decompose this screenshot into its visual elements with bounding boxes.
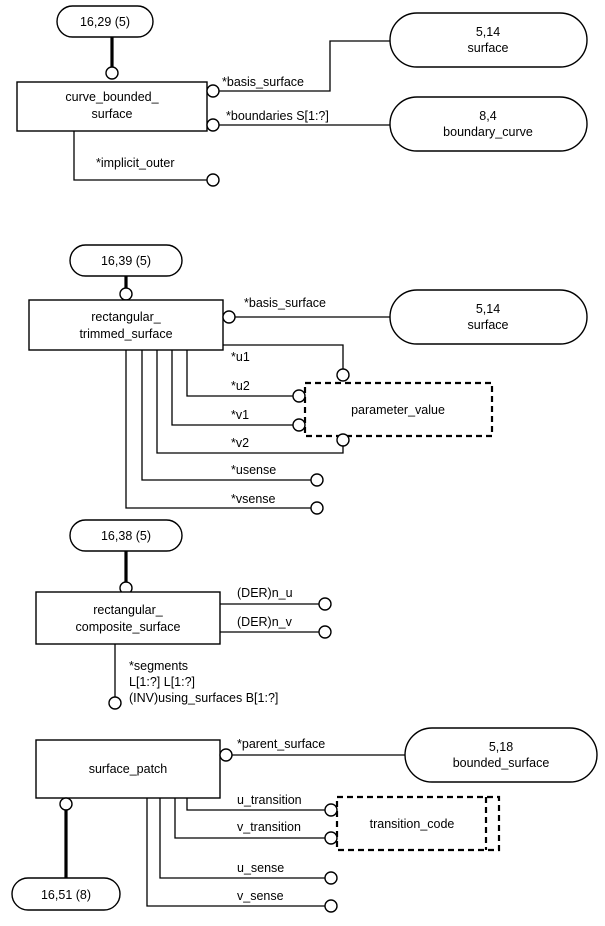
segments-circle — [108, 696, 122, 710]
n-u-circle — [318, 597, 332, 611]
ref-surface-5-14-b-name: surface — [468, 318, 509, 332]
ref-bounded-surface-5-18 — [404, 727, 598, 783]
v-sense-circle — [324, 899, 338, 913]
usense-relation — [141, 350, 311, 481]
entity-surface-patch-label: surface_patch — [89, 762, 168, 776]
v1-circle — [292, 418, 306, 432]
basis-surface-relation — [207, 40, 390, 92]
basis-surface-label-2: *basis_surface — [244, 296, 326, 310]
entity-rectangular-trimmed-surface-line2: trimmed_surface — [79, 327, 172, 341]
u1-relation — [223, 344, 344, 369]
segments-label-line1: *segments — [129, 659, 188, 673]
supertype-circle — [105, 66, 119, 80]
v2-label: *v2 — [231, 436, 249, 450]
u-transition-circle — [324, 803, 338, 817]
block-curve-bounded-surface: 16,29 (5) curve_bounded_ surface *basis_… — [16, 5, 588, 187]
ref-surface-5-14-b-id: 5,14 — [476, 302, 500, 316]
ref-surface-5-14 — [389, 12, 588, 68]
v-sense-label: v_sense — [237, 889, 284, 903]
transition-code-label: transition_code — [370, 817, 455, 831]
entity-rectangular-composite-surface — [35, 591, 221, 645]
n-v-label: (DER)n_v — [237, 615, 293, 629]
segments-label-line3: (INV)using_surfaces B[1:?] — [129, 691, 278, 705]
parent-surface-label: *parent_surface — [237, 737, 325, 751]
type-parameter-value — [303, 381, 494, 438]
vsense-relation — [125, 350, 311, 509]
ref-surface-5-14-b — [389, 289, 588, 345]
block-surface-patch: surface_patch *parent_surface 5,18 bound… — [11, 727, 598, 913]
ref-surface-5-14-name: surface — [468, 41, 509, 55]
u1-circle — [336, 368, 350, 382]
v1-label: *v1 — [231, 408, 249, 422]
boundaries-circle — [206, 118, 220, 132]
ref-bounded-surface-name: bounded_surface — [453, 756, 550, 770]
u-transition-label: u_transition — [237, 793, 302, 807]
u1-label: *u1 — [231, 350, 250, 364]
entity-rectangular-composite-surface-line2: composite_surface — [76, 620, 181, 634]
entity-rectangular-trimmed-surface-line1: rectangular_ — [91, 310, 162, 324]
parameter-value-label: parameter_value — [351, 403, 445, 417]
block-rectangular-composite-surface: 16,38 (5) rectangular_ composite_surface… — [35, 519, 332, 710]
page-ref-16-51-label: 16,51 (8) — [41, 888, 91, 902]
entity-curve-bounded-surface-line1: curve_bounded_ — [65, 90, 159, 104]
block-rectangular-trimmed-surface: 16,39 (5) rectangular_ trimmed_surface *… — [28, 244, 588, 515]
supertype-circle-2 — [119, 287, 133, 301]
u2-label: *u2 — [231, 379, 250, 393]
boundaries-label: *boundaries S[1:?] — [226, 109, 329, 123]
segments-label-line2: L[1:?] L[1:?] — [129, 675, 195, 689]
v2-relation — [156, 350, 344, 454]
vsense-circle — [310, 501, 324, 515]
supertype-circle-4 — [59, 797, 73, 811]
entity-rectangular-trimmed-surface — [28, 299, 224, 351]
page-ref-16-29-label: 16,29 (5) — [80, 15, 130, 29]
page-ref-16-38-label: 16,38 (5) — [101, 529, 151, 543]
u2-relation — [186, 350, 293, 397]
page-ref-16-29 — [56, 5, 154, 38]
usense-circle — [310, 473, 324, 487]
basis-surface-label: *basis_surface — [222, 75, 304, 89]
implicit-outer-relation — [73, 131, 207, 181]
usense-label: *usense — [231, 463, 276, 477]
ref-surface-5-14-id: 5,14 — [476, 25, 500, 39]
entity-curve-bounded-surface-line2: surface — [92, 107, 133, 121]
implicit-outer-circle — [206, 173, 220, 187]
v-transition-relation — [174, 798, 325, 839]
implicit-outer-label: *implicit_outer — [96, 156, 175, 170]
entity-rectangular-composite-surface-line1: rectangular_ — [93, 603, 164, 617]
n-v-circle — [318, 625, 332, 639]
basis-surface-circle — [206, 84, 220, 98]
ref-boundary-curve-id: 8,4 — [479, 109, 496, 123]
n-u-label: (DER)n_u — [237, 586, 293, 600]
v-transition-label: v_transition — [237, 820, 301, 834]
v-transition-circle — [324, 831, 338, 845]
page-ref-16-39-label: 16,39 (5) — [101, 254, 151, 268]
v1-relation — [171, 350, 293, 426]
ref-boundary-curve-name: boundary_curve — [443, 125, 533, 139]
v-sense-relation — [146, 798, 325, 907]
u-sense-label: u_sense — [237, 861, 284, 875]
u-transition-relation — [186, 798, 325, 811]
ref-bounded-surface-id: 5,18 — [489, 740, 513, 754]
entity-surface-patch — [35, 739, 221, 799]
page-ref-16-51 — [11, 877, 121, 911]
u-sense-circle — [324, 871, 338, 885]
entity-curve-bounded-surface — [16, 81, 208, 132]
parent-surface-circle — [219, 748, 233, 762]
basis-surface-circle-2 — [222, 310, 236, 324]
v2-circle — [336, 433, 350, 447]
type-transition-code — [335, 795, 501, 852]
vsense-label: *vsense — [231, 492, 276, 506]
u2-circle — [292, 389, 306, 403]
u-sense-relation — [159, 798, 325, 879]
ref-boundary-curve-8-4 — [389, 96, 588, 152]
